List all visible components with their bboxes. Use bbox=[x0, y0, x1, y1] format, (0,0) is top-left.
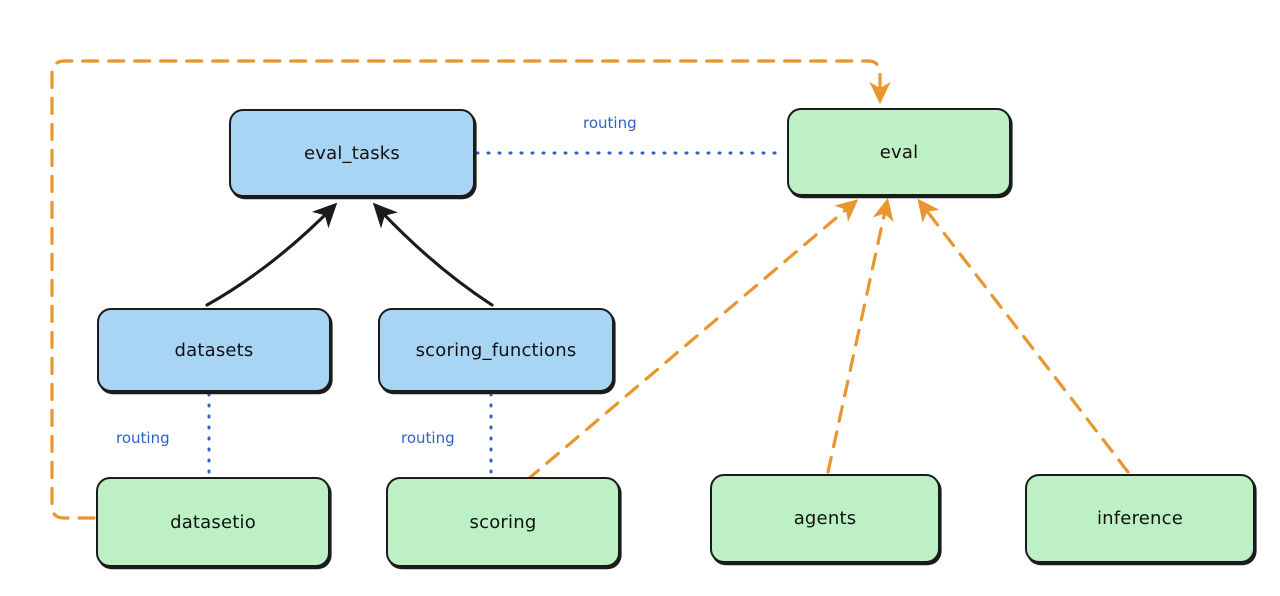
node-scoring-functions-label: scoring_functions bbox=[415, 339, 577, 361]
edge-label-routing-scoring-functions: routing bbox=[398, 429, 458, 447]
node-agents-label: agents bbox=[793, 508, 857, 529]
node-datasetio[interactable]: datasetio bbox=[96, 477, 330, 567]
edge-scoring-functions-to-eval-tasks bbox=[372, 202, 494, 307]
node-scoring[interactable]: scoring bbox=[386, 477, 620, 567]
edge-datasets-to-eval-tasks bbox=[205, 202, 338, 307]
edge-agents-to-eval-dependency bbox=[826, 197, 894, 474]
node-datasets[interactable]: datasets bbox=[97, 308, 331, 392]
node-scoring-label: scoring bbox=[469, 511, 537, 533]
edge-inference-to-eval-dependency bbox=[917, 198, 1130, 474]
node-eval[interactable]: eval bbox=[787, 108, 1011, 196]
edge-label-routing-scoring-functions-text: routing bbox=[401, 429, 455, 447]
node-eval-tasks[interactable]: eval_tasks bbox=[229, 109, 475, 197]
edge-label-routing-eval-tasks: routing bbox=[580, 114, 640, 132]
node-datasetio-label: datasetio bbox=[170, 511, 256, 533]
edge-label-routing-eval-tasks-text: routing bbox=[583, 114, 637, 132]
node-inference[interactable]: inference bbox=[1025, 474, 1255, 563]
node-inference-label: inference bbox=[1096, 508, 1184, 529]
node-eval-label: eval bbox=[879, 141, 919, 163]
node-eval-tasks-label: eval_tasks bbox=[303, 142, 401, 164]
node-datasets-label: datasets bbox=[174, 339, 254, 361]
edge-label-routing-datasets: routing bbox=[113, 429, 173, 447]
edge-label-routing-datasets-text: routing bbox=[116, 429, 170, 447]
node-scoring-functions[interactable]: scoring_functions bbox=[378, 308, 614, 392]
node-agents[interactable]: agents bbox=[710, 474, 940, 563]
